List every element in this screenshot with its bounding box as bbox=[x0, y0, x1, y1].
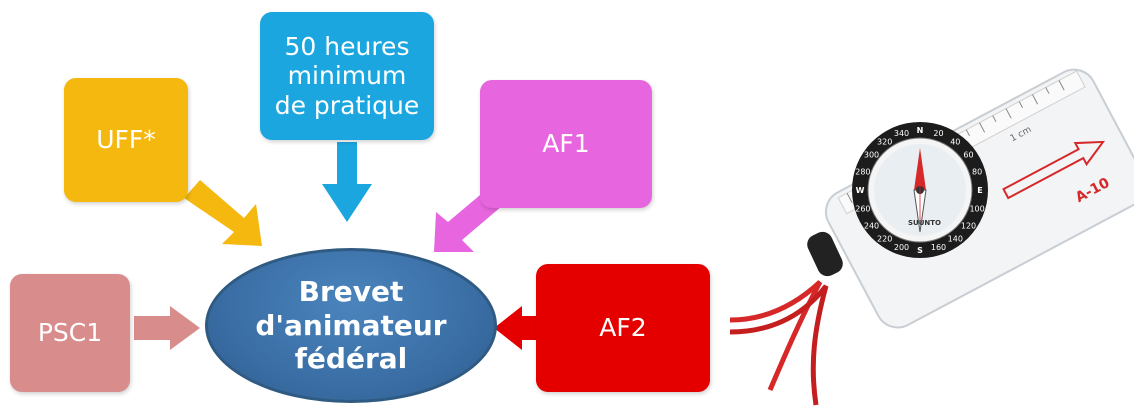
box-hours-line-3: de pratique bbox=[274, 90, 420, 120]
dial-label: 140 bbox=[948, 235, 963, 244]
box-uff: UFF* bbox=[64, 78, 188, 202]
dial-label: 260 bbox=[855, 205, 870, 214]
box-psc1: PSC1 bbox=[10, 274, 130, 392]
hub-line-1: Brevet bbox=[298, 275, 404, 309]
box-af1: AF1 bbox=[480, 80, 652, 208]
dial-label: 40 bbox=[950, 138, 960, 147]
brand-label: SUUNTO bbox=[908, 219, 941, 227]
dial-label: 120 bbox=[961, 221, 976, 230]
dial-label: 80 bbox=[972, 168, 982, 177]
dial-label: E bbox=[977, 186, 982, 195]
box-psc1-label: PSC1 bbox=[37, 318, 103, 348]
dial-label: 240 bbox=[864, 221, 879, 230]
dial-label: 100 bbox=[969, 205, 984, 214]
dial-label: 60 bbox=[963, 151, 973, 160]
dial-label: 220 bbox=[877, 235, 892, 244]
dial-label: 340 bbox=[894, 129, 909, 138]
dial-label: 320 bbox=[877, 138, 892, 147]
box-hours-line-2: minimum bbox=[287, 61, 407, 91]
dial-label: 20 bbox=[933, 129, 943, 138]
box-af2-label: AF2 bbox=[599, 313, 647, 343]
dial-label: 160 bbox=[931, 243, 946, 252]
dial-label: N bbox=[917, 126, 924, 135]
box-hours-line-1: 50 heures bbox=[284, 31, 410, 61]
hub-line-2: d'animateur bbox=[255, 308, 447, 342]
arrow-psc1-to-hub bbox=[134, 306, 200, 350]
hub-brevet-ellipse: Brevet d'animateur fédéral bbox=[205, 248, 497, 403]
box-uff-label: UFF* bbox=[96, 125, 156, 155]
hub-line-3: fédéral bbox=[294, 342, 408, 376]
dial-label: S bbox=[917, 246, 923, 255]
box-af2: AF2 bbox=[536, 264, 710, 392]
arrow-hours-to-hub bbox=[322, 142, 372, 222]
dial-label: 300 bbox=[864, 151, 879, 160]
dial-label: W bbox=[856, 186, 865, 195]
box-50-heures: 50 heures minimum de pratique bbox=[260, 12, 434, 140]
box-af1-label: AF1 bbox=[542, 129, 590, 159]
dial-label: 200 bbox=[894, 243, 909, 252]
arrow-af2-to-hub bbox=[494, 306, 540, 350]
arrow-uff-to-hub bbox=[184, 180, 262, 246]
dial-label: 280 bbox=[855, 168, 870, 177]
